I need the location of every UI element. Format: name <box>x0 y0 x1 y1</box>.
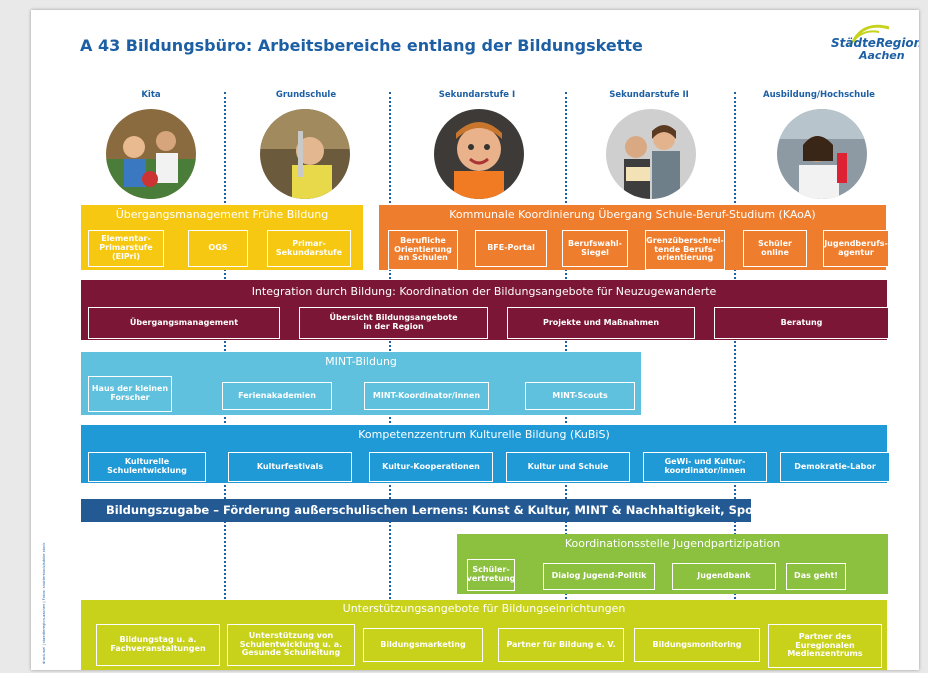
photo-kita <box>106 109 196 199</box>
band-integration-title: Integration durch Bildung: Koordination … <box>251 285 717 298</box>
box-schuelervertretung: Schüler- vertretung <box>467 559 515 591</box>
box-medienzentrum: Partner des Euregionalen Medienzentrums <box>768 624 882 668</box>
box-ferienakademien: Ferienakademien <box>222 382 332 410</box>
logo: StädteRegion Aachen <box>809 22 919 68</box>
stage-label-grundschule: Grundschule <box>275 90 337 100</box>
band-kubis-title: Kompetenzzentrum Kulturelle Bildung (KuB… <box>358 428 610 441</box>
logo-line-1: StädteRegion <box>831 36 919 50</box>
box-das-geht: Das geht! <box>786 563 846 590</box>
box-uebersicht-bildungsangebote: Übersicht Bildungsangebote in der Region <box>299 307 488 339</box>
band-unterstuetzung-title: Unterstützungsangebote für Bildungseinri… <box>342 602 626 615</box>
box-ogs: OGS <box>188 230 248 267</box>
band-bildungszugabe: Bildungszugabe – Förderung außerschulisc… <box>81 499 764 522</box>
box-kultur-kooperationen: Kultur-Kooperationen <box>369 452 493 482</box>
box-haus-kleine-forscher: Haus der kleinen Forscher <box>88 376 172 412</box>
box-dialog-jugend-politik: Dialog Jugend-Politik <box>543 563 655 590</box>
band-bildungszugabe-title: Bildungszugabe – Förderung außerschulisc… <box>106 503 765 517</box>
box-partner-fuer-bildung: Partner für Bildung e. V. <box>498 628 624 662</box>
box-kulturfestivals: Kulturfestivals <box>228 452 352 482</box>
side-note: druck.wei | staedteregion-aachen | Fotos… <box>34 528 46 670</box>
band-fruehe-bildung-title: Übergangsmanagement Frühe Bildung <box>115 208 329 221</box>
box-bildungstag: Bildungstag u. a. Fachveranstaltungen <box>96 624 220 666</box>
stage-label-sek2: Sekundarstufe II <box>609 90 689 100</box>
box-schueler-online: Schüler online <box>743 230 807 267</box>
photo-sek2 <box>606 109 696 199</box>
box-kultur-und-schule: Kultur und Schule <box>506 452 630 482</box>
box-elpri: Elementar- Primarstufe (ElPri) <box>88 230 164 267</box>
band-mint-title: MINT-Bildung <box>325 355 397 368</box>
box-demokratie-labor: Demokratie-Labor <box>780 452 890 482</box>
stage-divider <box>734 92 736 667</box>
side-note-text: druck.wei | staedteregion-aachen | Fotos… <box>42 542 46 664</box>
diagram-page: A 43 Bildungsbüro: Arbeitsbereiche entla… <box>31 10 919 670</box>
stage-label-ausbildung: Ausbildung/Hochschule <box>763 90 875 100</box>
box-schulentwicklung: Unterstützung von Schulentwicklung u. a.… <box>227 624 355 666</box>
box-mint-scouts: MINT-Scouts <box>525 382 635 410</box>
box-jugendberufsagentur: Jugendberufs- agentur <box>823 230 889 267</box>
box-mint-koordinatoren: MINT-Koordinator/innen <box>364 382 489 410</box>
box-grenzueberschreitend: Grenzüberschrei- tende Berufs- orientier… <box>645 230 725 270</box>
logo-swoosh-icon <box>848 24 890 47</box>
band-kaoa-title: Kommunale Koordinierung Übergang Schule-… <box>449 208 816 221</box>
page-title: A 43 Bildungsbüro: Arbeitsbereiche entla… <box>80 36 643 55</box>
box-jugendbank: Jugendbank <box>672 563 776 590</box>
box-bfe-portal: BFE-Portal <box>475 230 547 267</box>
box-uebergangsmanagement: Übergangsmanagement <box>88 307 280 339</box>
logo-line-2: Aachen <box>859 49 905 62</box>
box-beratung: Beratung <box>714 307 889 339</box>
photo-sek1 <box>434 109 524 199</box>
box-gewi-kulturkoordinatoren: GeWi- und Kultur- koordinator/innen <box>643 452 767 482</box>
box-berufliche-orientierung: Berufliche Orientierung an Schulen <box>388 230 458 270</box>
box-kulturelle-schulentwicklung: Kulturelle Schulentwicklung <box>88 452 206 482</box>
box-bildungsmarketing: Bildungsmarketing <box>363 628 483 662</box>
box-bildungsmonitoring: Bildungsmonitoring <box>634 628 760 662</box>
photo-grundschule <box>260 109 350 199</box>
box-projekte-massnahmen: Projekte und Maßnahmen <box>507 307 695 339</box>
photo-ausbildung <box>777 109 867 199</box>
box-berufswahl-siegel: Berufswahl- Siegel <box>562 230 628 267</box>
stage-label-kita: Kita <box>141 90 161 100</box>
stage-label-sek1: Sekundarstufe I <box>438 90 516 100</box>
box-primar-sekundar: Primar- Sekundarstufe <box>267 230 351 267</box>
band-jugendpartizipation-title: Koordinationsstelle Jugendpartizipation <box>564 537 781 550</box>
